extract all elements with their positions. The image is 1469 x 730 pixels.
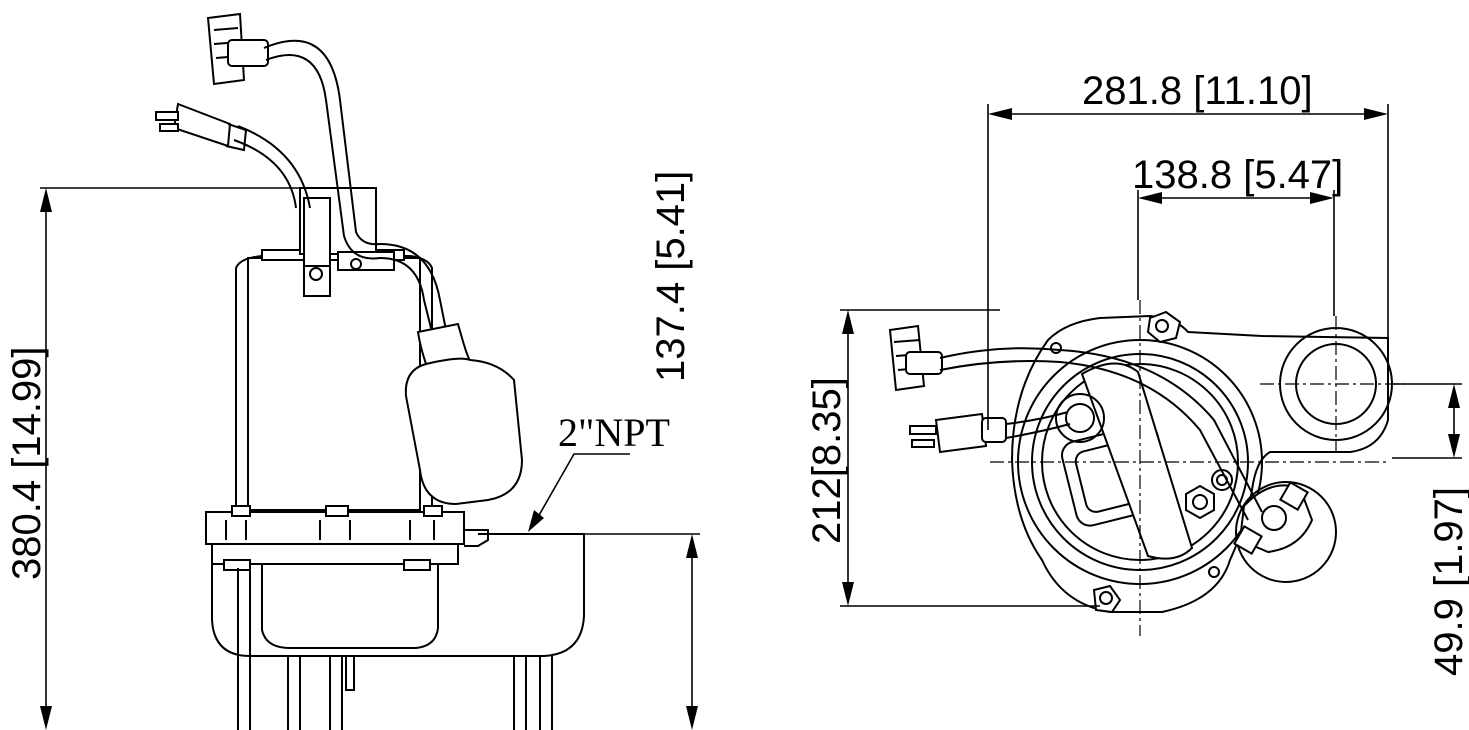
side-view-pump bbox=[205, 187, 585, 730]
dimension-total-depth bbox=[840, 309, 1100, 607]
label-depth-total: 212[8.35] bbox=[805, 377, 849, 544]
label-width-discharge: 138.8 [5.47] bbox=[1132, 153, 1343, 197]
side-view-float-switch bbox=[206, 12, 524, 506]
dimension-discharge-height bbox=[488, 533, 700, 730]
label-height-discharge: 137.4 [5.41] bbox=[649, 171, 693, 382]
top-view-cords bbox=[888, 324, 1263, 521]
side-view-power-cord bbox=[155, 102, 311, 209]
label-discharge-offset: 49.9 [1.97] bbox=[1427, 487, 1469, 676]
dimension-discharge-width bbox=[1137, 190, 1335, 316]
center-lines bbox=[990, 300, 1410, 636]
dimension-total-height bbox=[40, 187, 340, 730]
dimension-discharge-offset bbox=[1392, 383, 1462, 459]
discharge-leader bbox=[528, 453, 630, 532]
dimension-total-width bbox=[987, 104, 1389, 430]
label-height-total: 380.4 [14.99] bbox=[5, 346, 49, 580]
label-width-total: 281.8 [11.10] bbox=[1082, 69, 1313, 113]
label-discharge-npt: 2"NPT bbox=[558, 410, 670, 455]
